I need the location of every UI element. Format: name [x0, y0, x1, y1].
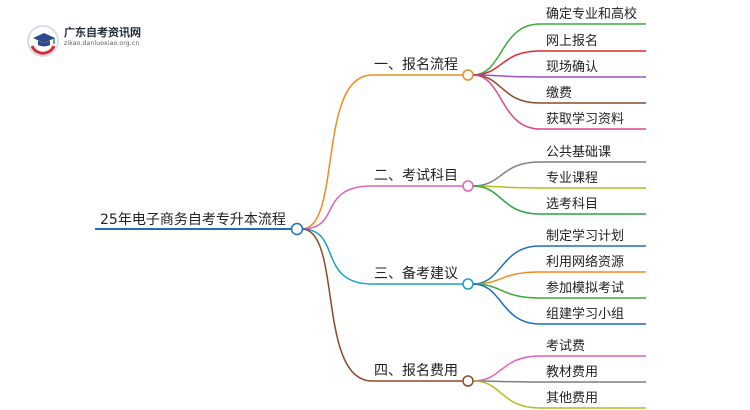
leaf-label: 现场确认 [546, 60, 598, 75]
branch-label: 三、备考建议 [374, 265, 458, 282]
site-url: zikao.danluoxiao.org.cn [64, 40, 140, 47]
leaf-connector [472, 185, 541, 215]
leaf-connector [472, 355, 541, 382]
leaf-connector [472, 161, 541, 187]
branch-connector [301, 228, 373, 285]
leaf-connector [472, 74, 541, 104]
leaf-label: 专业课程 [546, 171, 598, 186]
branch-node-circle [462, 69, 474, 81]
branch-label: 一、报名流程 [374, 57, 458, 73]
leaf-label: 确定专业和高校 [546, 6, 637, 22]
branch-node-circle [462, 375, 474, 387]
leaf-label: 缴费 [546, 86, 572, 101]
leaf-label: 获取学习资料 [546, 111, 624, 127]
branch-connector [301, 74, 373, 230]
leaf-connector [472, 50, 541, 76]
leaf-label: 网上报名 [546, 33, 598, 49]
leaf-connector [472, 380, 541, 409]
leaf-label: 公共基础课 [546, 145, 611, 160]
leaf-connector [472, 74, 541, 130]
leaf-label: 组建学习小组 [546, 306, 624, 322]
leaf-label: 选考科目 [546, 197, 598, 212]
graduation-cap-logo-icon [27, 25, 59, 57]
leaf-connector [472, 23, 541, 76]
branch-label: 二、考试科目 [374, 168, 458, 184]
branch-label: 四、报名费用 [374, 363, 458, 379]
branch-connector [301, 228, 373, 382]
leaf-label: 参加模拟考试 [546, 280, 624, 296]
leaf-label: 利用网络资源 [546, 254, 624, 270]
leaf-label: 制定学习计划 [546, 228, 624, 244]
leaf-connector [472, 245, 541, 285]
branch-node-circle [462, 180, 474, 192]
site-name: 广东自考资讯网 [64, 26, 141, 39]
leaf-connector [472, 283, 541, 325]
branch-connector [301, 185, 373, 230]
root-node-circle [290, 222, 304, 236]
leaf-label: 其他费用 [546, 391, 598, 406]
branch-node-circle [462, 278, 474, 290]
site-logo: 广东自考资讯网 zikao.danluoxiao.org.cn [22, 20, 162, 60]
leaf-label: 考试费 [546, 339, 585, 354]
leaf-label: 教材费用 [546, 364, 598, 380]
root-node-label: 25年电子商务自考专升本流程 [100, 212, 286, 228]
